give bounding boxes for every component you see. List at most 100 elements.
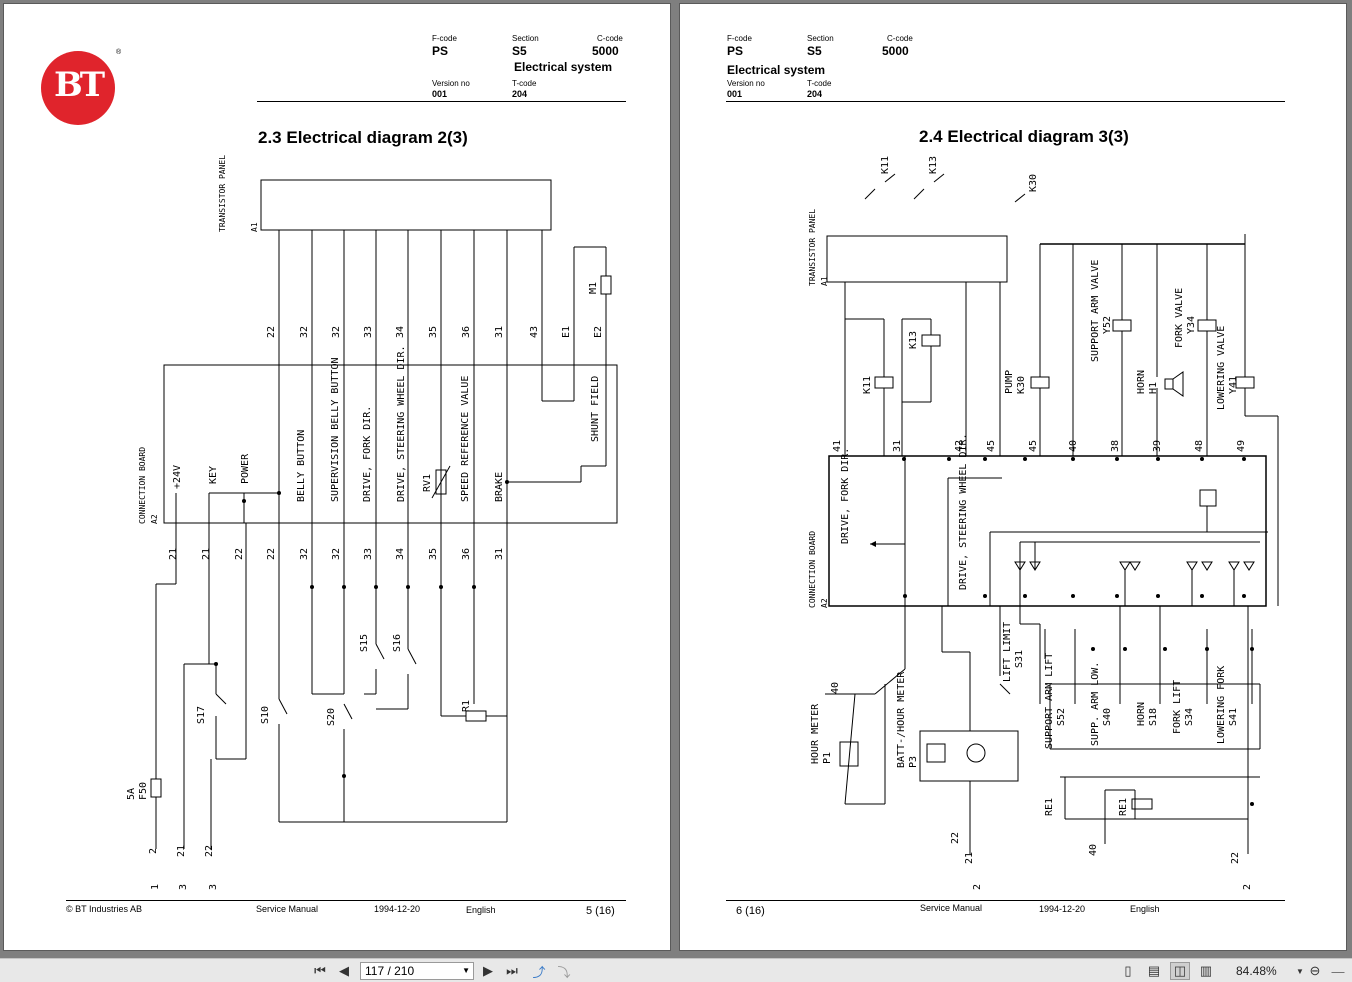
fcode-value: PS [727, 44, 744, 58]
s15-label: S15 [359, 633, 370, 652]
footer-copyright: © BT Industries AB [66, 904, 142, 914]
previous-page-icon[interactable]: ◀ [339, 963, 349, 978]
subject: Electrical system [727, 63, 826, 77]
first-page-icon[interactable]: ⏮ [314, 963, 326, 978]
version-label: Version no [432, 79, 470, 88]
two-page-continuous-icon[interactable]: ▥ [1199, 963, 1213, 978]
go-forward-icon[interactable]: ⤵ [557, 964, 571, 980]
f50-label: F50 [138, 781, 149, 800]
bt-logo: BT ® [41, 49, 121, 125]
go-back-icon[interactable]: ⤴ [532, 964, 546, 980]
m1-label: M1 [588, 281, 599, 294]
wire-num-low: 32 [331, 547, 342, 560]
last-page-icon[interactable]: ⏭ [506, 963, 518, 978]
wire-num-bottom: 3 [178, 883, 189, 890]
zoom-dropdown-icon[interactable]: ▼ [1296, 966, 1304, 976]
brake-label: BRAKE [494, 471, 505, 502]
r1-label: R1 [461, 699, 472, 712]
key-label: KEY [208, 465, 219, 484]
footer-page: 6 (16) [736, 905, 765, 917]
wire-num-bottom: 1 [150, 883, 161, 890]
zoom-out-icon[interactable]: ⊖ [1309, 963, 1321, 978]
s41-label: S41 [1228, 707, 1239, 726]
wire-num: 45 [1028, 439, 1039, 452]
wire-num: 32 [331, 325, 342, 338]
wire-num: 45 [986, 439, 997, 452]
continuous-view-icon[interactable]: ▤ [1147, 963, 1161, 978]
footer-lang: English [466, 905, 496, 915]
wire-num-low: 22 [1230, 851, 1241, 864]
section-label: Section [807, 34, 834, 43]
fork-valve-label: FORK VALVE [1174, 287, 1185, 348]
wire-num: 41 [832, 439, 843, 452]
footer-doc: Service Manual [256, 904, 319, 914]
logo-text: BT [53, 65, 105, 105]
next-page-icon[interactable]: ▶ [483, 963, 493, 978]
a1-label: A1 [820, 276, 829, 286]
zoom-slider[interactable]: — [1331, 963, 1345, 979]
fcode-label: F-code [727, 34, 752, 43]
zoom-level[interactable]: 84.48% [1236, 964, 1277, 978]
rv1-label: RV1 [422, 473, 433, 492]
wire-num-low: 21 [168, 547, 179, 560]
wire-num-low: 2 [1242, 883, 1253, 890]
supervision-label: SUPERVISION BELLY BUTTON [330, 357, 341, 503]
wire-num: 42 [954, 439, 965, 452]
drive-steer-label: DRIVE, STEERING WHEEL DIR. [958, 433, 969, 590]
ccode-label: C-code [597, 34, 623, 43]
tcode-label: T-code [512, 79, 537, 88]
section-value: S5 [807, 44, 822, 58]
drive-fork-label: DRIVE, FORK DIR. [362, 405, 373, 502]
shunt-label: SHUNT FIELD [590, 375, 601, 442]
power-label: POWER [240, 453, 251, 484]
p3-label: P3 [908, 755, 919, 768]
ccode-value: 5000 [592, 44, 619, 58]
wire-num-bottom: 21 [176, 844, 187, 857]
wire-num: 31 [494, 325, 505, 338]
support-valve-label: SUPPORT ARM VALVE [1090, 259, 1101, 362]
wire-num-low: 36 [461, 547, 472, 560]
wire-num-low: 31 [494, 547, 505, 560]
speed-ref-label: SPEED REFERENCE VALUE [460, 375, 471, 502]
plus24-label: +24V [172, 464, 183, 489]
wire-num-low: 34 [395, 547, 406, 560]
document-viewport[interactable]: BT ® F-code PS Section S5 C-code 5000 El… [0, 0, 1352, 958]
supp-low-label: SUPP. ARM LOW. [1090, 661, 1101, 746]
wire-num-low: 22 [266, 547, 277, 560]
s52-label: S52 [1056, 707, 1067, 726]
s10-label: S10 [260, 705, 271, 724]
chevron-down-icon[interactable]: ▼ [462, 966, 470, 975]
two-page-view-icon[interactable]: ◫ [1170, 962, 1190, 980]
wire-num-low: 33 [363, 547, 374, 560]
footer-lang: English [1130, 904, 1160, 914]
drive-steer-label: DRIVE, STEERING WHEEL DIR. [396, 345, 407, 502]
wire-num: 38 [1110, 439, 1121, 452]
p1-label: P1 [822, 751, 833, 764]
s17-label: S17 [196, 705, 207, 724]
lowering-valve-label: LOWERING VALVE [1216, 325, 1227, 410]
belly-label: BELLY BUTTON [296, 429, 307, 502]
footer-page: 5 (16) [586, 905, 615, 917]
a2-label: A2 [820, 598, 829, 608]
single-page-view-icon[interactable]: ▯ [1124, 963, 1132, 978]
section-value: S5 [512, 44, 527, 58]
wire-num-low: 35 [428, 547, 439, 560]
page-title: 2.3 Electrical diagram 2(3) [258, 128, 468, 147]
lowering-fork-label: LOWERING FORK [1216, 665, 1227, 744]
wire-num-low: 21 [964, 851, 975, 864]
a2-label: A2 [150, 514, 159, 524]
pdf-page-right: F-code PS Section S5 C-code 5000 Electri… [679, 3, 1347, 951]
wire-num: 32 [299, 325, 310, 338]
support-lift-label: SUPPORT ARM LIFT [1044, 652, 1055, 749]
pdf-page-left: BT ® F-code PS Section S5 C-code 5000 El… [3, 3, 671, 951]
k11-label: K11 [862, 375, 873, 394]
page-indicator: 117 / 210 [365, 964, 415, 978]
version-label: Version no [727, 79, 765, 88]
page-number-input[interactable]: 117 / 210 ▼ [360, 962, 474, 980]
wire-num-low: 22 [950, 831, 961, 844]
footer-doc: Service Manual [920, 903, 983, 913]
connection-board-label: CONNECTION BOARD [808, 530, 817, 608]
s20-label: S20 [326, 707, 337, 726]
wire-num-low: 40 [1088, 843, 1099, 856]
wire-num: 35 [428, 325, 439, 338]
